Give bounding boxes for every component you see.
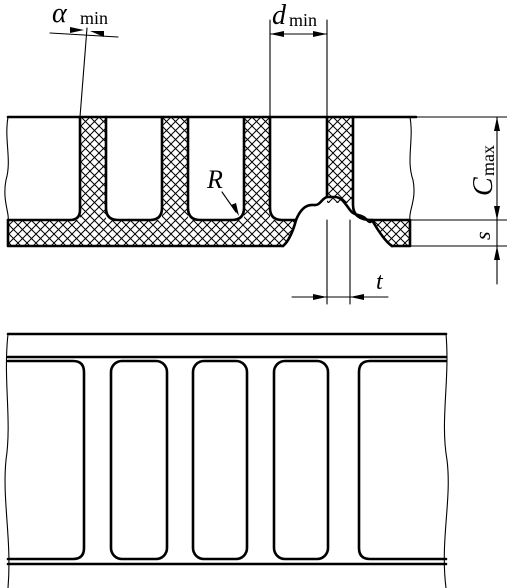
- t-label: t: [376, 269, 384, 295]
- d-subscript: min: [289, 10, 317, 30]
- c-s-dimension: [409, 116, 507, 285]
- fracture-outline: [294, 195, 374, 224]
- alpha-dimension: [49, 27, 119, 118]
- d-label: d: [272, 0, 287, 31]
- alpha-subscript: min: [80, 8, 108, 28]
- plan-slots: [6, 359, 448, 561]
- rib-section-hatch: [80, 117, 353, 220]
- d-dimension: [269, 19, 328, 118]
- section-view: α min d min R C max s: [4, 0, 507, 305]
- radius-leader: [221, 191, 239, 216]
- radius-label: R: [206, 165, 223, 194]
- base-plate-hatch-right: [372, 220, 410, 246]
- t-dimension: [291, 219, 389, 305]
- left-break-line: [4, 116, 9, 221]
- plan-right-break: [443, 333, 449, 588]
- s-label: s: [470, 231, 495, 240]
- alpha-label: α: [52, 0, 68, 29]
- plan-left-break: [4, 333, 10, 588]
- c-subscript: max: [478, 145, 498, 176]
- right-break-line: [409, 116, 415, 221]
- fracture-lower-left: [281, 218, 298, 248]
- base-plate-hatch: [8, 220, 296, 246]
- c-label: C: [468, 177, 499, 196]
- plan-view: [4, 332, 449, 588]
- fracture-lower-right: [370, 218, 394, 248]
